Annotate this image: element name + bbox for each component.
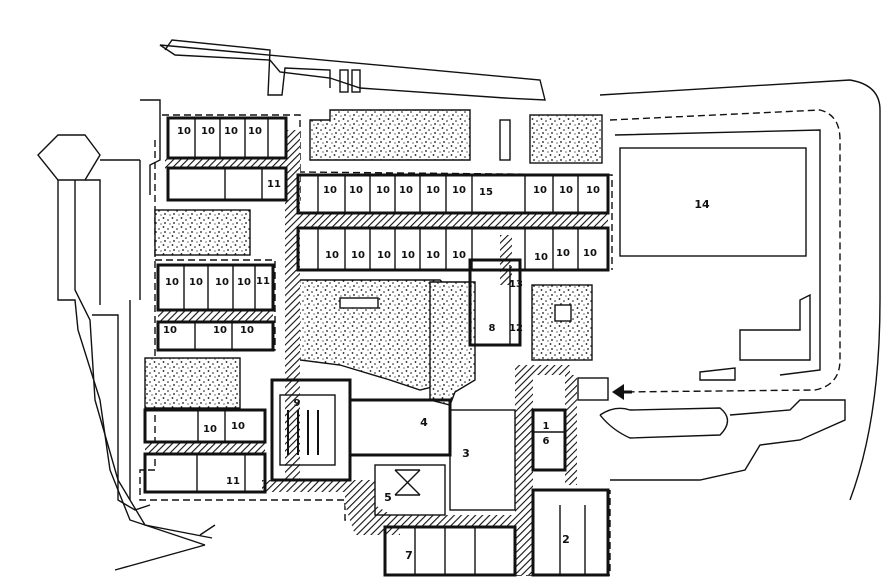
label-room-8: 8 xyxy=(489,323,496,334)
room-labels: 10 10 10 10 11 10 10 10 10 10 10 15 10 1… xyxy=(163,126,710,562)
label-room-10: 10 xyxy=(224,126,238,137)
label-room-10: 10 xyxy=(586,185,600,196)
entrance-arrow-icon xyxy=(612,384,632,400)
room-14 xyxy=(619,147,807,257)
label-room-10: 10 xyxy=(237,277,251,288)
label-room-10: 10 xyxy=(203,424,217,435)
stage-bars xyxy=(287,410,319,455)
label-room-10: 10 xyxy=(213,325,227,336)
label-room-10: 10 xyxy=(177,126,191,137)
label-room-13: 13 xyxy=(509,279,523,290)
label-room-11: 11 xyxy=(226,476,240,487)
label-room-10: 10 xyxy=(452,250,466,261)
courtyard-north xyxy=(309,109,471,161)
label-room-9: 9 xyxy=(294,398,301,409)
label-room-15: 15 xyxy=(479,187,493,198)
courtyard-west xyxy=(154,209,251,256)
label-room-10: 10 xyxy=(583,248,597,259)
access-road xyxy=(599,79,881,501)
label-room-1: 1 xyxy=(543,421,550,432)
label-room-10: 10 xyxy=(189,277,203,288)
courtyard-east xyxy=(531,284,593,361)
label-room-10: 10 xyxy=(533,185,547,196)
label-room-14: 14 xyxy=(694,198,710,211)
label-room-10: 10 xyxy=(534,252,548,263)
label-room-10: 10 xyxy=(248,126,262,137)
label-room-11: 11 xyxy=(267,179,281,190)
label-room-12: 12 xyxy=(509,323,523,334)
label-room-10: 10 xyxy=(377,250,391,261)
label-room-10: 10 xyxy=(401,250,415,261)
label-room-10: 10 xyxy=(426,185,440,196)
label-room-11: 11 xyxy=(256,276,270,287)
label-room-10: 10 xyxy=(376,185,390,196)
label-room-10: 10 xyxy=(323,185,337,196)
label-room-10: 10 xyxy=(559,185,573,196)
label-room-10: 10 xyxy=(165,277,179,288)
label-room-10: 10 xyxy=(201,126,215,137)
hexagon-pavilion xyxy=(37,134,101,181)
label-room-10: 10 xyxy=(163,325,177,336)
label-room-4: 4 xyxy=(420,416,428,429)
room-partitions xyxy=(183,118,586,575)
label-room-10: 10 xyxy=(349,185,363,196)
label-room-5: 5 xyxy=(384,491,392,504)
label-room-10: 10 xyxy=(240,325,254,336)
label-room-10: 10 xyxy=(325,250,339,261)
site-boundary xyxy=(37,39,546,571)
label-room-10: 10 xyxy=(426,250,440,261)
label-room-6: 6 xyxy=(543,436,550,447)
label-room-10: 10 xyxy=(452,185,466,196)
label-room-10: 10 xyxy=(351,250,365,261)
label-room-10: 10 xyxy=(231,421,245,432)
label-room-2: 2 xyxy=(562,533,570,546)
label-room-7: 7 xyxy=(405,549,413,562)
label-room-10: 10 xyxy=(399,185,413,196)
label-room-10: 10 xyxy=(215,277,229,288)
label-room-10: 10 xyxy=(556,248,570,259)
corridors xyxy=(145,130,608,575)
label-room-3: 3 xyxy=(462,447,470,460)
room-blocks xyxy=(143,116,610,577)
